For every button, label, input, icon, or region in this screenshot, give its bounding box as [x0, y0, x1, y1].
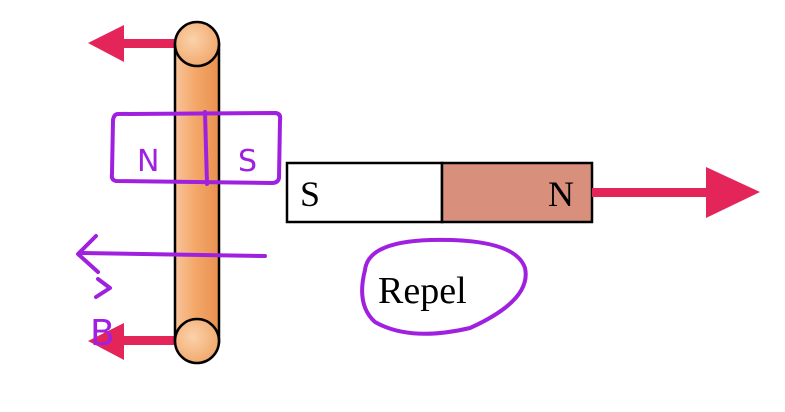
handwritten-letters: N S B [90, 144, 257, 354]
magnet-force-arrow [592, 167, 760, 218]
induced-south-label: S [238, 144, 257, 179]
loop-top-cap [173, 20, 221, 68]
magnet-south-half [285, 161, 444, 224]
repel-circle [360, 237, 528, 336]
repel-label: Repel [378, 270, 467, 312]
b-field-line [80, 251, 267, 258]
loop-bottom-cap [173, 317, 221, 365]
magnet-north-label: N [548, 174, 574, 214]
b-field-arrowhead [76, 234, 100, 274]
bar-magnet: S N [285, 161, 594, 224]
current-loop [173, 20, 221, 365]
b-vector-mark [94, 277, 112, 299]
handwritten-annotations [76, 110, 528, 336]
field-b-label: B [90, 313, 115, 354]
magnet-south-label: S [300, 174, 320, 214]
induced-pole-divider [203, 110, 209, 186]
induced-north-label: N [137, 144, 159, 179]
loop-force-arrow-top [88, 25, 180, 62]
loop-force-arrow-bottom [88, 323, 180, 360]
magnet-north-half [440, 161, 594, 224]
induced-pole-box [109, 111, 283, 185]
